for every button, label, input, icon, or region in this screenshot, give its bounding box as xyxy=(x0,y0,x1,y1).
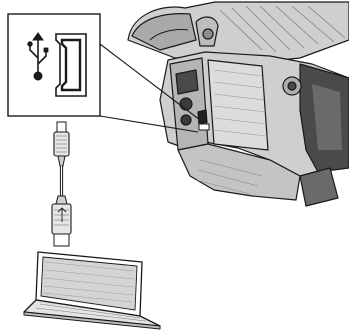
laptop-icon xyxy=(24,252,160,329)
mini-usb-jack-icon xyxy=(56,34,86,96)
camcorder-icon xyxy=(128,2,349,206)
camcorder-usb-port xyxy=(199,124,209,130)
usb-a-plug xyxy=(52,196,71,246)
rear-panel xyxy=(208,60,268,150)
usb-cable-icon xyxy=(52,122,71,246)
mini-usb-plug xyxy=(54,122,69,166)
